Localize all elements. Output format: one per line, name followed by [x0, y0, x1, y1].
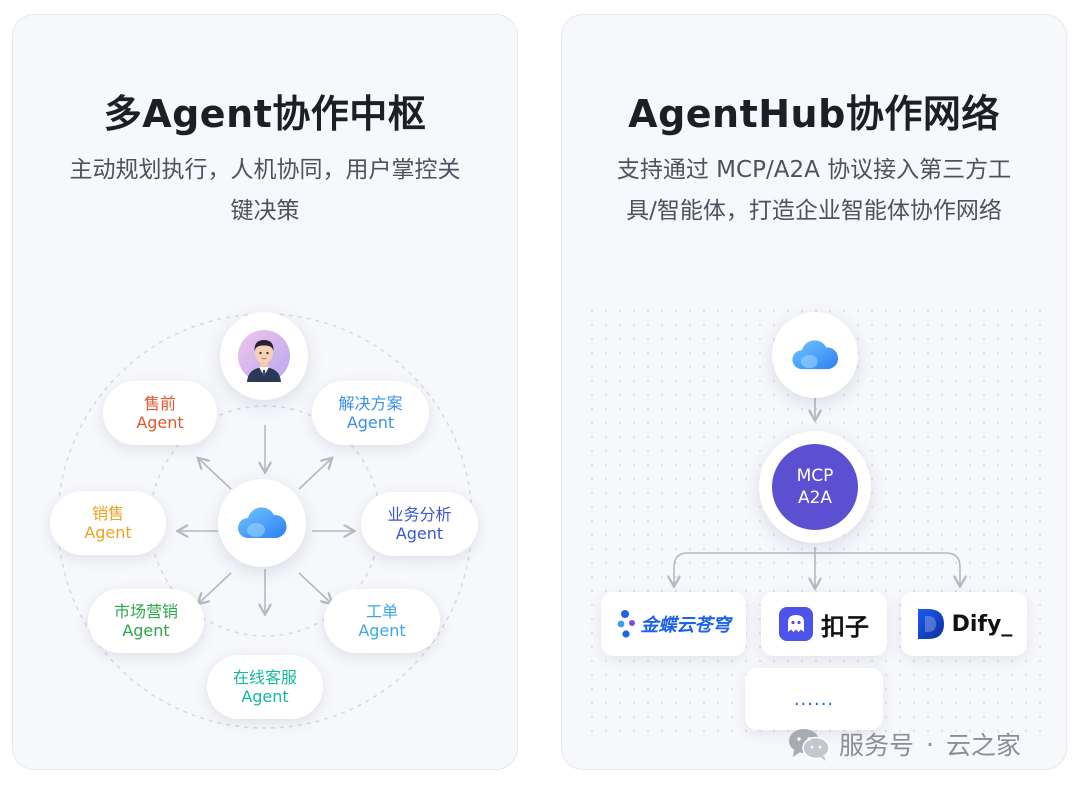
- panel-subtitle: 主动规划执行，人机协同，用户掌控关 键决策: [43, 150, 487, 232]
- agent-presales-name: 售前: [143, 394, 176, 413]
- agent-presales-label: Agent: [136, 413, 184, 432]
- agent-solution-label: Agent: [346, 413, 395, 432]
- agent-sales-name: 销售: [91, 504, 124, 523]
- subtitle-line-1: 主动规划执行，人机协同，用户掌控关: [69, 157, 461, 183]
- cloud-icon: [792, 340, 839, 370]
- tool-dify[interactable]: Dify_: [901, 592, 1027, 656]
- agenthub-network-panel: AgentHub协作网络 支持通过 MCP/A2A 协议接入第三方工 具/智能体…: [561, 14, 1067, 770]
- wechat-icon: [789, 729, 830, 761]
- user-avatar: [220, 312, 308, 400]
- tool-coze[interactable]: 扣子: [761, 592, 887, 656]
- dify-logo-icon: [917, 609, 944, 639]
- protocol-a2a-label: A2A: [797, 488, 833, 508]
- agent-business-analysis-name: 业务分析: [387, 505, 452, 524]
- agent-solution[interactable]: 解决方案 Agent: [312, 381, 429, 445]
- panel-title: 多Agent协作中枢: [103, 92, 427, 136]
- agent-online-service-name: 在线客服: [232, 668, 297, 687]
- agent-ticket-name: 工单: [365, 602, 398, 621]
- agent-ticket[interactable]: 工单 Agent: [324, 589, 440, 653]
- center-cloud-node: [218, 479, 306, 567]
- agent-sales[interactable]: 销售 Agent: [50, 491, 166, 555]
- panel-subtitle: 支持通过 MCP/A2A 协议接入第三方工 具/智能体，打造企业智能体协作网络: [592, 150, 1036, 232]
- agent-marketing-name: 市场营销: [113, 602, 178, 621]
- tool-coze-name: 扣子: [821, 612, 869, 641]
- watermark-account: 云之家: [945, 731, 1021, 760]
- subtitle-line-2: 具/智能体，打造企业智能体协作网络: [626, 198, 1002, 224]
- watermark-service: 服务号: [839, 731, 915, 760]
- cloud-icon: [238, 507, 287, 538]
- watermark-separator: ·: [926, 729, 934, 759]
- agent-sales-label: Agent: [84, 523, 132, 542]
- wechat-watermark: 服务号 · 云之家: [787, 722, 1021, 766]
- subtitle-line-2: 键决策: [230, 198, 300, 224]
- agent-marketing-label: Agent: [122, 621, 170, 640]
- user-avatar-icon: [238, 330, 290, 382]
- agent-presales[interactable]: 售前 Agent: [103, 381, 217, 445]
- protocol-mcp-label: MCP: [796, 466, 834, 486]
- agent-online-service-label: Agent: [241, 687, 289, 706]
- protocol-hub-badge: MCP A2A: [772, 444, 858, 530]
- panel-title: AgentHub协作网络: [628, 92, 1000, 136]
- tool-kingdee-cosmic[interactable]: 金蝶云苍穹: [601, 592, 746, 656]
- tool-kingdee-name: 金蝶云苍穹: [640, 615, 731, 636]
- subtitle-line-1: 支持通过 MCP/A2A 协议接入第三方工: [616, 157, 1012, 183]
- tool-dify-name: Dify_: [951, 611, 1013, 637]
- agent-solution-name: 解决方案: [338, 394, 403, 413]
- coze-logo-icon: [779, 607, 813, 641]
- kingdee-logo-icon: [617, 610, 635, 638]
- agent-online-service[interactable]: 在线客服 Agent: [207, 655, 323, 719]
- protocol-hub: MCP A2A: [759, 431, 871, 543]
- agent-business-analysis-label: Agent: [395, 524, 444, 543]
- tool-more-label: ......: [793, 688, 835, 710]
- agent-marketing[interactable]: 市场营销 Agent: [88, 589, 204, 653]
- collaboration-hub-panel: 多Agent协作中枢 主动规划执行，人机协同，用户掌控关 键决策: [12, 14, 518, 770]
- agent-business-analysis[interactable]: 业务分析 Agent: [361, 492, 478, 556]
- tool-more[interactable]: ......: [745, 668, 883, 730]
- agent-ticket-label: Agent: [358, 621, 406, 640]
- cloud-node: [772, 312, 858, 398]
